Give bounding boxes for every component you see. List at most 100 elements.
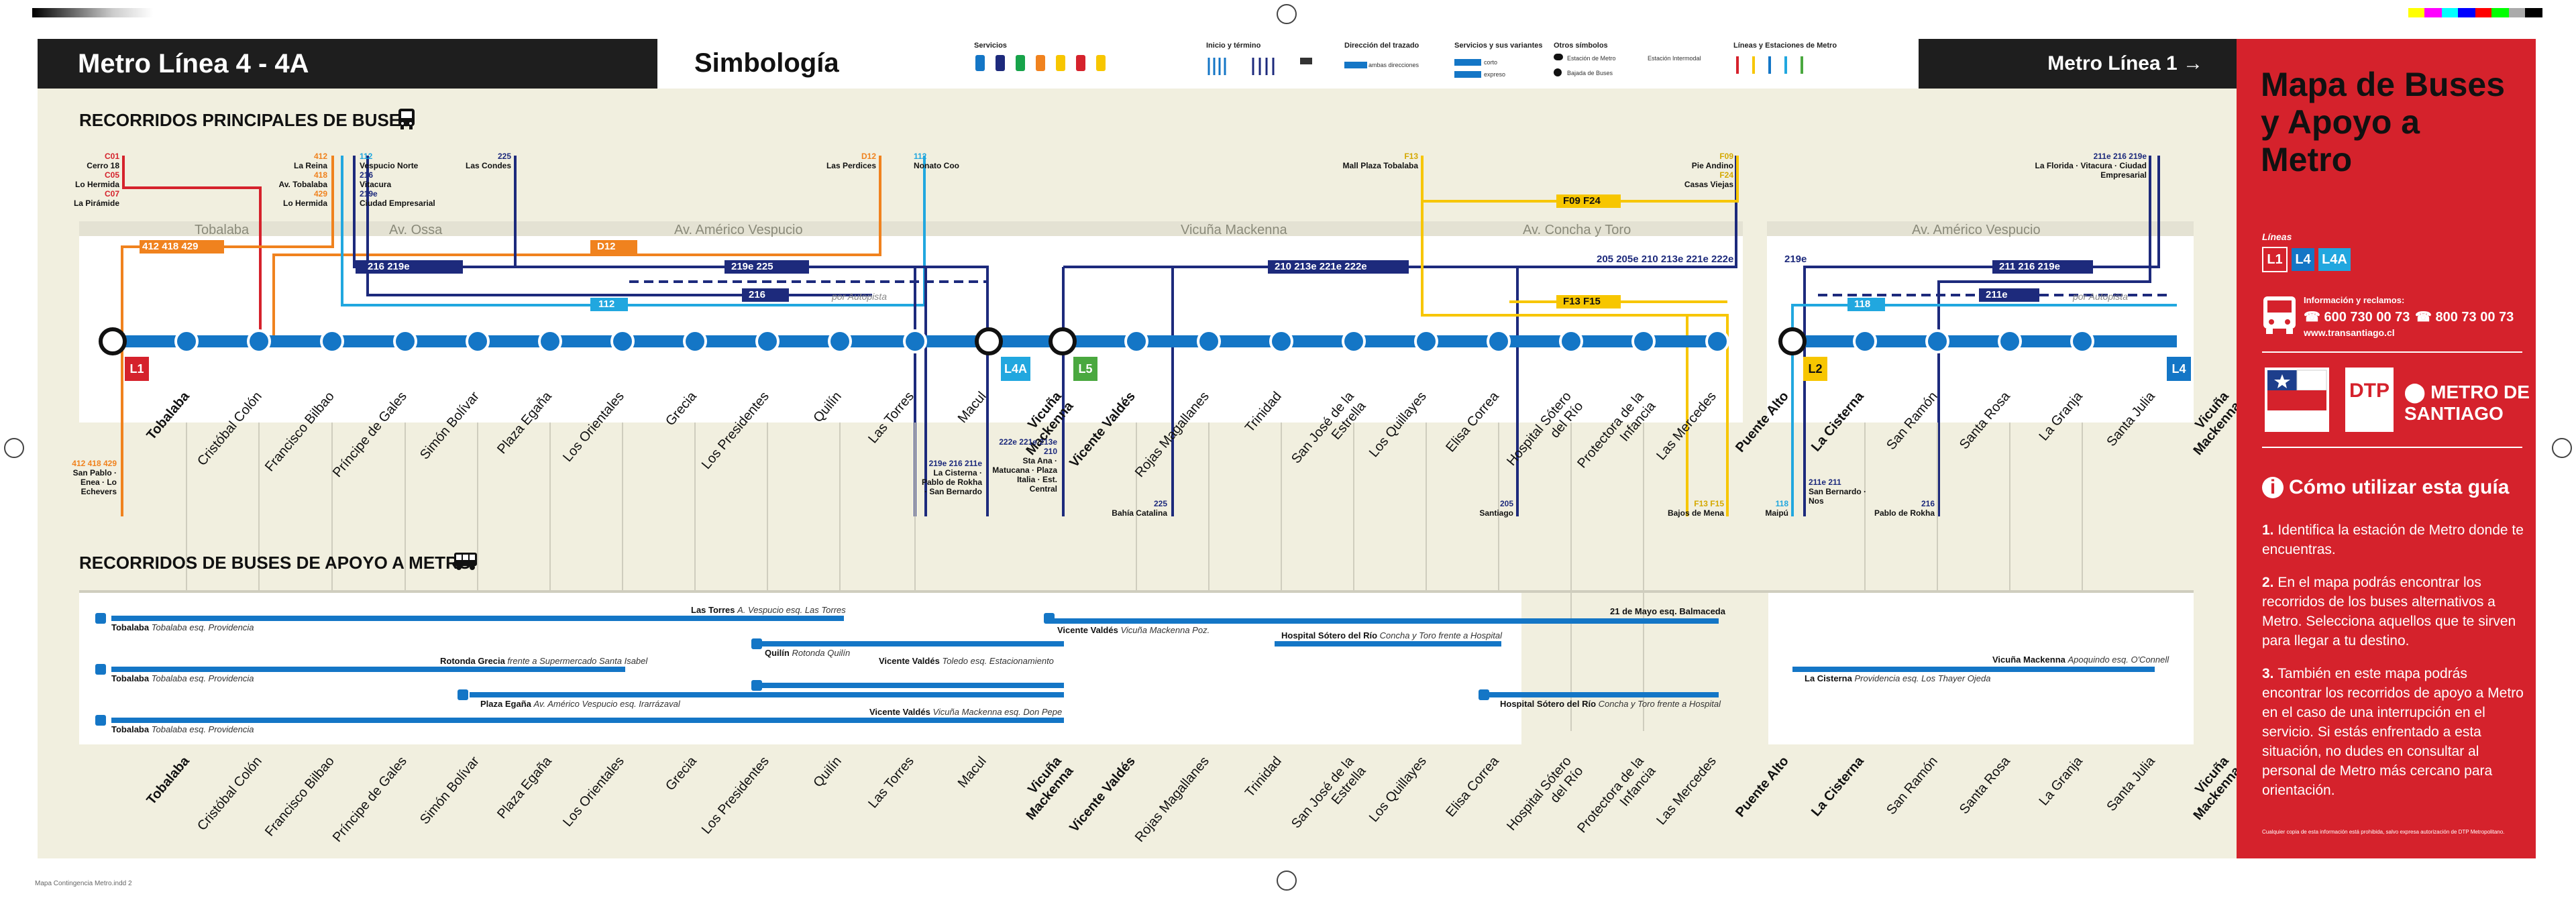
route-code: 412 418 429 [72, 459, 117, 468]
support-route-label: Plaza Egaña Av. Américo Vespucio esq. Ir… [480, 699, 680, 709]
bus-info-icon [2262, 295, 2297, 335]
route-endpoint-bottom: 205 Santiago [1462, 499, 1513, 518]
howto-list: 1. Identifica la estación de Metro donde… [2262, 520, 2524, 800]
next-line-link[interactable]: Metro Línea 1 → [1919, 39, 2237, 89]
route-place: San Pablo · Enea · Lo Echevers [72, 468, 117, 496]
trunk-note: por Autopista [2073, 291, 2128, 302]
route-endpoint-top: C01 Cerro 18 C05 Lo Hermida C07 La Pirám… [64, 152, 119, 208]
route-place: San Bernardo · Nos [1809, 487, 1867, 506]
route-place: Bajos de Mena [1667, 508, 1724, 518]
route-endpoint-bottom: F13 F15 Bajos de Mena [1650, 499, 1724, 518]
route-code: 211e 211 [1809, 478, 1841, 487]
route-place: Santiago [1479, 508, 1513, 518]
route-endpoint-top: F09 Pie Andino F24 Casas Viejas [1666, 152, 1733, 189]
support-route-label: Vicente Valdés Toledo esq. Estacionamien… [879, 656, 1054, 666]
sym-other-intermodal: Estación Intermodal [1648, 55, 1701, 62]
route-endpoint-top: 112 Nonato Coo [914, 152, 981, 170]
line-badge-l5: L5 [1073, 357, 1097, 381]
street-label: Av. Ossa [389, 223, 443, 237]
bus-icon [397, 107, 416, 130]
symbology-title: Simbología [694, 48, 839, 78]
color-bar [32, 8, 166, 17]
howto-step: 2. En el mapa podrás encontrar los recor… [2262, 575, 2516, 649]
trunk-label: 219e 225 [731, 261, 773, 272]
route-endpoint-top: 211e 216 219e La Florida · Vitacura · Ci… [2026, 152, 2147, 180]
phone-1[interactable]: ☎ 600 730 00 73 [2304, 310, 2410, 325]
route-code: F13 [1404, 152, 1418, 161]
sym-services-title: Servicios [974, 42, 1007, 50]
route-endpoint-top: 112 Vespucio Norte 216 Vitacura 219e Ciu… [360, 152, 467, 208]
route-place: Casas Viejas [1684, 180, 1733, 189]
section-support-routes-title: RECORRIDOS DE BUSES DE APOYO A METRO [79, 553, 472, 573]
route-place: Vespucio Norte [360, 161, 419, 170]
route-code: 225 [1153, 499, 1167, 508]
sym-services-icons [974, 52, 1175, 82]
howto-step: 1. Identifica la estación de Metro donde… [2262, 522, 2524, 557]
metro-station-icon [1554, 54, 1563, 60]
symbology-bar [657, 39, 1919, 89]
registration-mark [2552, 438, 2572, 458]
divider [2262, 447, 2522, 448]
support-route-label: Quilín Rotonda Quilín [765, 648, 851, 658]
footnote: Cualquier copia de esta información está… [2262, 829, 2505, 835]
line-badge-l1: L1 [125, 357, 149, 381]
trunk-label: F13 F15 [1563, 296, 1601, 307]
route-endpoint-top: F13 Mall Plaza Tobalaba [1328, 152, 1418, 170]
street-label: Tobalaba [195, 223, 250, 237]
route-code: 216 [360, 170, 374, 180]
route-place: Sta Ana · Matucana · Plaza Italia · Est.… [992, 456, 1057, 494]
line-badge-l2: L2 [1803, 357, 1827, 381]
trunk-label: 211 216 219e [1999, 261, 2060, 272]
sym-other-title: Otros símbolos [1554, 42, 1608, 50]
route-place: La Florida · Vitacura · Ciudad Empresari… [2035, 161, 2147, 180]
trunk-note: por Autopista [832, 291, 887, 302]
street-label: Av. Américo Vespucio [674, 223, 803, 237]
route-place: Pablo de Rokha [1874, 508, 1935, 518]
route-code: 429 [313, 189, 327, 199]
route-code: 219e 216 211e [928, 459, 982, 468]
route-place: Ciudad Empresarial [360, 199, 435, 208]
sym-start-end-icons [1206, 54, 1334, 83]
support-route-label: Vicente Valdés Vicuña Mackenna Poz. [1057, 625, 1210, 635]
info-label: Información y reclamos: [2304, 295, 2405, 305]
support-divider [79, 590, 2194, 593]
website-link[interactable]: www.transantiago.cl [2304, 327, 2395, 338]
registration-mark [4, 438, 24, 458]
route-endpoint-bottom: 219e 216 211e La Cisterna · Pablo de Rok… [919, 459, 982, 496]
street-label: Vicuña Mackenna [1181, 223, 1287, 237]
main-map-panel [79, 227, 2194, 423]
route-place: Nonato Coo [914, 161, 959, 170]
lines-label: Líneas [2262, 231, 2292, 242]
trunk-label: 412 418 429 [142, 241, 199, 252]
route-code: F09 [1719, 152, 1733, 161]
trunk-label: 219e [1784, 254, 1807, 265]
route-endpoint-bottom: 211e 211 San Bernardo · Nos [1809, 478, 1876, 506]
route-endpoint-bottom: 225 Bahía Catalina [1100, 499, 1167, 518]
registration-mark [1277, 4, 1297, 24]
bus-support-icon [453, 551, 478, 571]
route-endpoint-bottom: 412 418 429 San Pablo · Enea · Lo Echeve… [55, 459, 117, 496]
line-badge-l4a: L4A [1001, 357, 1030, 381]
route-code: F24 [1719, 170, 1733, 180]
dtp-logo: DTP [2345, 368, 2394, 432]
info-panel [2237, 39, 2536, 858]
route-place: Cerro 18 [87, 161, 119, 170]
sym-direction-label: ambas direcciones [1368, 62, 1419, 68]
route-code: 216 [1921, 499, 1935, 508]
phone-2[interactable]: ☎ 800 73 00 73 [2415, 310, 2514, 325]
trunk-label: D12 [597, 241, 616, 252]
route-code: 211e 216 219e [2093, 152, 2147, 161]
divider [2262, 351, 2522, 353]
section-main-routes-title: RECORRIDOS PRINCIPALES DE BUSES [79, 110, 413, 130]
route-endpoint-bottom: 118 Maipú [1748, 499, 1788, 518]
trunk-label: 216 [749, 289, 766, 300]
line-badge: L1 [2262, 247, 2288, 272]
line-badge: L4 [2292, 248, 2314, 271]
route-place: Las Perdices [826, 161, 876, 170]
route-code: 418 [313, 170, 327, 180]
route-place: Lo Hermida [282, 199, 327, 208]
trunk-label: 118 [1854, 298, 1871, 310]
route-endpoint-bottom: 222e 221e 213e 210 Sta Ana · Matucana · … [989, 437, 1057, 494]
route-code: 112 [914, 152, 927, 161]
